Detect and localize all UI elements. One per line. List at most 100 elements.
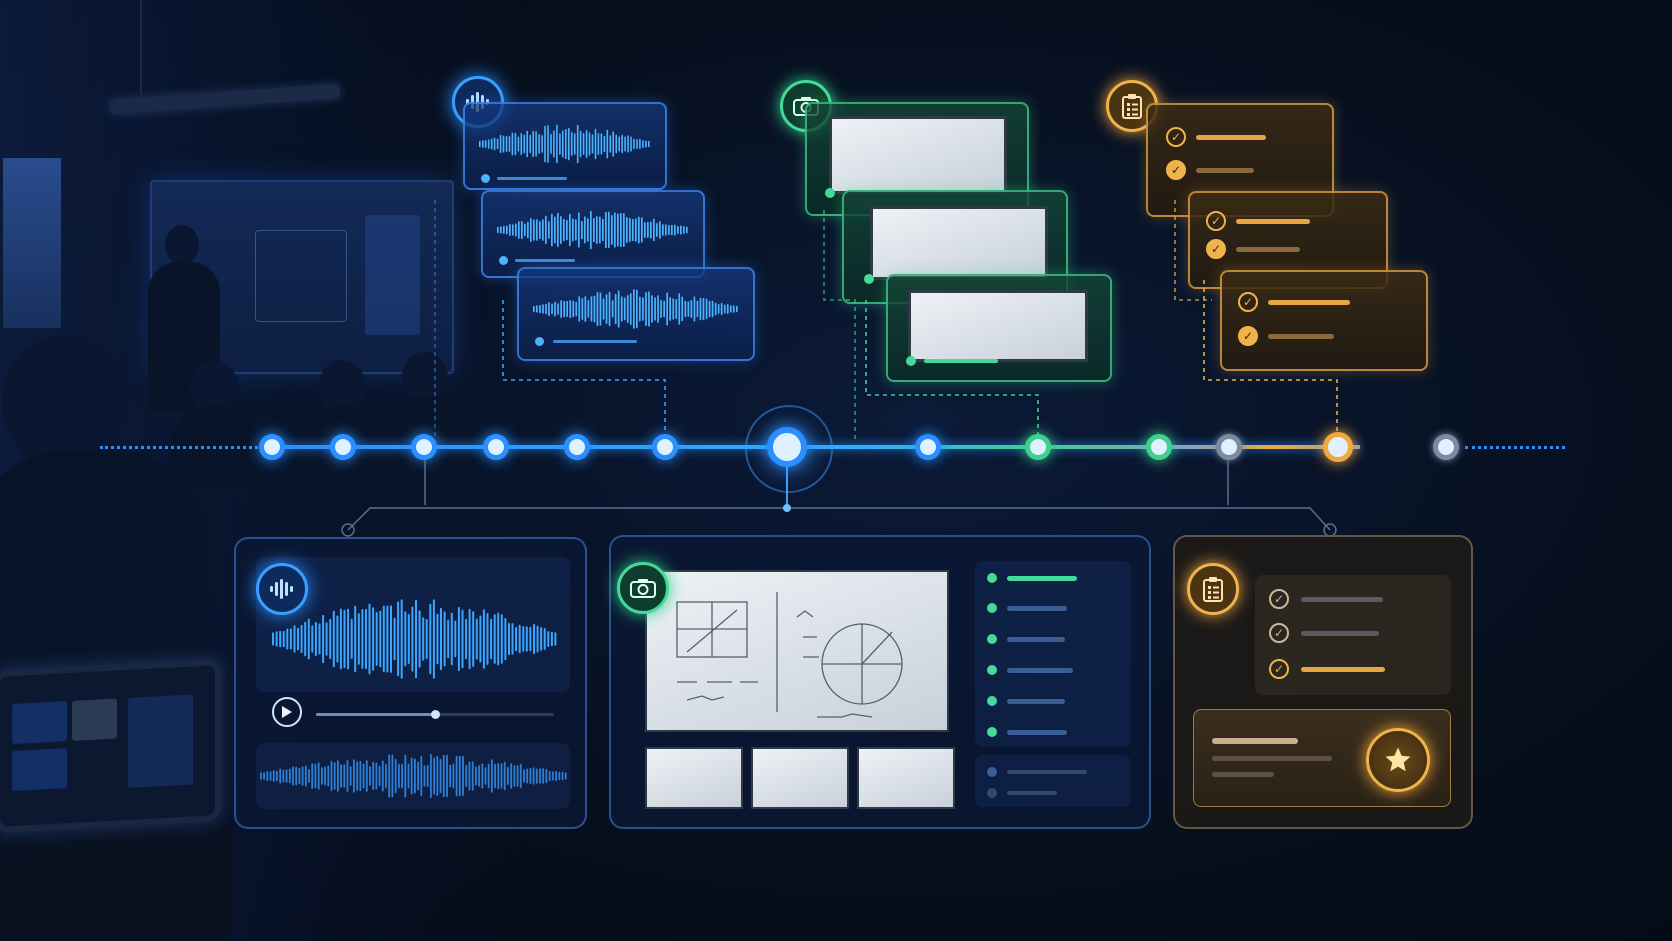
waveform-bar — [517, 136, 520, 152]
waveform-bar — [385, 763, 387, 789]
photo-thumbnail[interactable] — [857, 747, 955, 809]
timeline-node[interactable] — [1025, 434, 1051, 460]
waveform-bar — [508, 136, 511, 152]
waveform-bar — [614, 212, 616, 248]
waveform-bar — [639, 296, 641, 322]
timeline-node[interactable] — [259, 434, 285, 460]
waveform-bar — [462, 755, 464, 796]
waveform-bar — [551, 303, 553, 315]
photo-capture-card[interactable] — [886, 274, 1112, 382]
waveform-bar — [509, 224, 511, 236]
progress-dot — [499, 256, 508, 265]
waveform-bar — [566, 300, 568, 317]
audio-clip-card[interactable] — [517, 267, 755, 361]
waveform-bar — [564, 772, 567, 780]
checklist-card[interactable]: ✓ ✓ — [1220, 270, 1428, 371]
whiteboard-main-photo[interactable] — [645, 570, 949, 732]
waveform-bar — [539, 221, 541, 240]
waveform-bar — [558, 771, 561, 781]
achievement-card[interactable] — [1193, 709, 1451, 807]
waveform-bar — [636, 289, 638, 329]
waveform-bar — [702, 297, 705, 321]
timeline-node[interactable] — [1433, 434, 1459, 460]
checklist-line — [1236, 219, 1310, 224]
waveform-bar — [407, 614, 410, 664]
check-icon[interactable]: ✓ — [1269, 589, 1289, 609]
waveform-bar — [513, 765, 516, 787]
waveform-bar — [536, 305, 538, 313]
waveform-bar — [452, 763, 455, 789]
playback-scrubber[interactable] — [431, 710, 440, 719]
waveform-bar — [585, 130, 588, 158]
photo-thumbnail[interactable] — [645, 747, 743, 809]
waveform-bar — [297, 627, 299, 651]
timeline-node[interactable] — [1323, 432, 1353, 462]
timeline-node[interactable] — [1146, 434, 1172, 460]
waveform-bar — [468, 608, 471, 670]
waveform-bar — [569, 300, 572, 319]
secondary-audio-waveform — [260, 754, 567, 798]
list-line — [1007, 699, 1065, 704]
achievement-line — [1212, 772, 1274, 777]
waveform-bar — [536, 219, 538, 241]
waveform-bar — [626, 294, 629, 324]
timeline-node[interactable] — [483, 434, 509, 460]
list-status-dot — [987, 727, 997, 737]
camera-icon — [630, 579, 656, 598]
waveform-bar — [538, 133, 540, 154]
waveform-bar — [433, 757, 436, 795]
timeline-node[interactable] — [1216, 434, 1242, 460]
waveform-bar — [714, 302, 717, 316]
audio-clip-card[interactable] — [463, 102, 667, 190]
waveform-bar — [581, 220, 583, 240]
photo-thumbnail[interactable] — [751, 747, 849, 809]
waveform-bar — [458, 755, 461, 797]
timeline-node[interactable] — [330, 434, 356, 460]
waveform-bar — [632, 218, 634, 242]
player-area — [256, 695, 570, 737]
waveform-bar — [641, 217, 643, 243]
check-icon[interactable]: ✓ — [1269, 623, 1289, 643]
waveform-bar — [276, 770, 278, 782]
waveform-bar — [486, 613, 489, 665]
waveform-bar — [665, 224, 667, 236]
waveform-bar — [645, 140, 647, 148]
waveform-bar — [554, 216, 556, 244]
playback-track[interactable] — [316, 710, 554, 719]
waveform-bar — [545, 215, 547, 245]
play-button[interactable] — [272, 697, 302, 727]
waveform-bar — [593, 217, 595, 243]
waveform-bar — [390, 605, 392, 673]
waveform-bar — [609, 135, 612, 153]
waveform-bar — [612, 131, 614, 157]
checklist-badge — [1187, 563, 1239, 615]
waveform-bar — [668, 224, 670, 236]
timeline-node[interactable] — [915, 434, 941, 460]
waveform-bar — [526, 130, 528, 158]
timeline-current-node[interactable] — [767, 427, 807, 467]
waveform-bar — [497, 612, 500, 666]
checklist-line — [1196, 168, 1254, 173]
waveform-bar — [436, 613, 439, 665]
waveform-bar — [482, 140, 484, 148]
waveform-bar — [382, 605, 385, 673]
progress-line — [924, 359, 998, 363]
waveform-bar — [450, 612, 453, 666]
waveform-bar — [260, 772, 262, 780]
waveform-bar — [515, 223, 517, 237]
waveform-bar — [618, 136, 620, 152]
waveform-bar — [286, 628, 289, 650]
waveform-bar — [465, 764, 468, 787]
timeline-node[interactable] — [564, 434, 590, 460]
waveform-bar — [566, 219, 568, 241]
waveform-bar — [555, 770, 557, 782]
check-icon[interactable]: ✓ — [1269, 659, 1289, 679]
waveform-bar — [520, 132, 523, 156]
waveform-bar — [617, 290, 620, 328]
waveform-bar — [521, 220, 523, 240]
timeline-node[interactable] — [652, 434, 678, 460]
waveform-bar — [298, 768, 301, 784]
timeline-node[interactable] — [411, 434, 437, 460]
photo-list — [975, 561, 1131, 747]
